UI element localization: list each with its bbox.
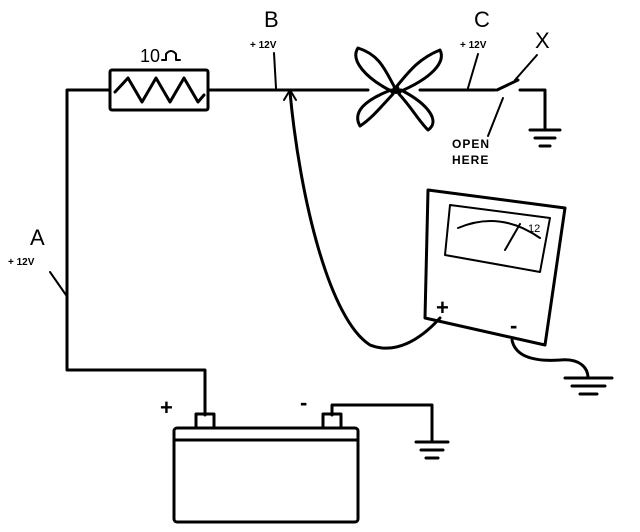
point-b-pointer <box>273 52 277 89</box>
open-here-line1: OPEN <box>452 137 490 151</box>
battery-ground-icon <box>414 440 450 460</box>
open-here-line2: HERE <box>452 153 489 167</box>
meter-minus-label: - <box>510 313 517 338</box>
meter-plus-label: + <box>436 295 449 320</box>
point-x-pointer <box>514 54 538 81</box>
meter-scale-label: 12 <box>528 223 540 235</box>
battery-icon <box>172 412 360 524</box>
circuit-wires <box>65 78 547 442</box>
ground-icon <box>528 128 562 148</box>
meter-positive-lead <box>288 90 442 350</box>
resistor-icon <box>108 68 210 112</box>
point-b-label: B <box>264 7 279 32</box>
open-here-pointer <box>487 97 504 137</box>
fan-icon <box>354 46 443 132</box>
meter-ground-icon <box>563 376 614 396</box>
point-b-voltage: + 12V <box>250 40 277 51</box>
point-a-label: A <box>30 225 45 250</box>
point-c-pointer <box>467 53 479 89</box>
point-a-pointer <box>49 271 67 296</box>
point-x-label: X <box>535 28 550 53</box>
battery-plus-label: + <box>160 395 173 420</box>
voltmeter-icon <box>423 188 567 347</box>
point-a-voltage: + 12V <box>8 257 35 268</box>
meter-negative-lead <box>510 338 590 380</box>
lead-tip-icon <box>283 89 297 101</box>
point-c-voltage: + 12V <box>460 40 487 51</box>
ohm-symbol-icon <box>161 50 181 61</box>
point-c-label: C <box>474 7 490 32</box>
resistor-value: 10 <box>140 46 160 66</box>
battery-minus-label: - <box>300 390 307 415</box>
